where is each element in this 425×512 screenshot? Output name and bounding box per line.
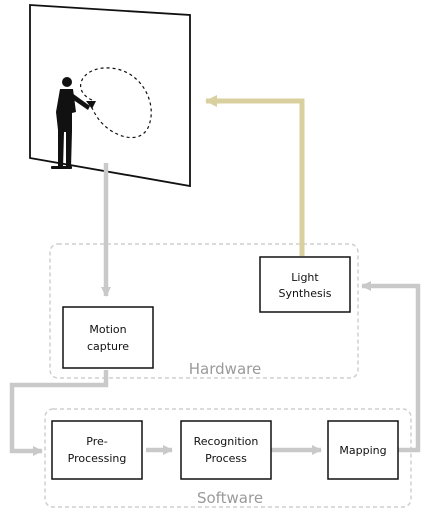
- arrow-mapping-to-light-synthesis: [361, 281, 421, 453]
- arrow-light-synthesis-to-screen: [205, 95, 305, 256]
- mapping-box: Mapping: [327, 420, 399, 480]
- arrow-motion-capture-to-pre-processing: [9, 370, 109, 456]
- pre-processing-label-line1: Pre-: [86, 435, 107, 448]
- light-synthesis-label-line1: Light: [291, 271, 319, 284]
- software-group-label: Software: [197, 489, 263, 507]
- light-synthesis-box: Light Synthesis: [259, 256, 351, 313]
- person-pointing-icon: [51, 77, 96, 169]
- motion-capture-label-line2: capture: [87, 340, 129, 353]
- recognition-process-label-line2: Process: [205, 452, 247, 465]
- motion-capture-box: Motion capture: [62, 306, 154, 369]
- hardware-group: Hardware: [49, 243, 359, 379]
- projection-screen-icon: [29, 4, 191, 188]
- recognition-process-label-line1: Recognition: [194, 435, 259, 448]
- mapping-label: Mapping: [339, 444, 386, 457]
- pre-processing-box: Pre- Processing: [51, 420, 143, 480]
- hardware-group-label: Hardware: [189, 360, 261, 378]
- software-group: Software: [44, 408, 412, 508]
- light-synthesis-label-line2: Synthesis: [278, 287, 331, 300]
- pre-processing-label-line2: Processing: [68, 452, 127, 465]
- recognition-process-box: Recognition Process: [180, 420, 272, 480]
- motion-capture-label-line1: Motion: [89, 323, 126, 336]
